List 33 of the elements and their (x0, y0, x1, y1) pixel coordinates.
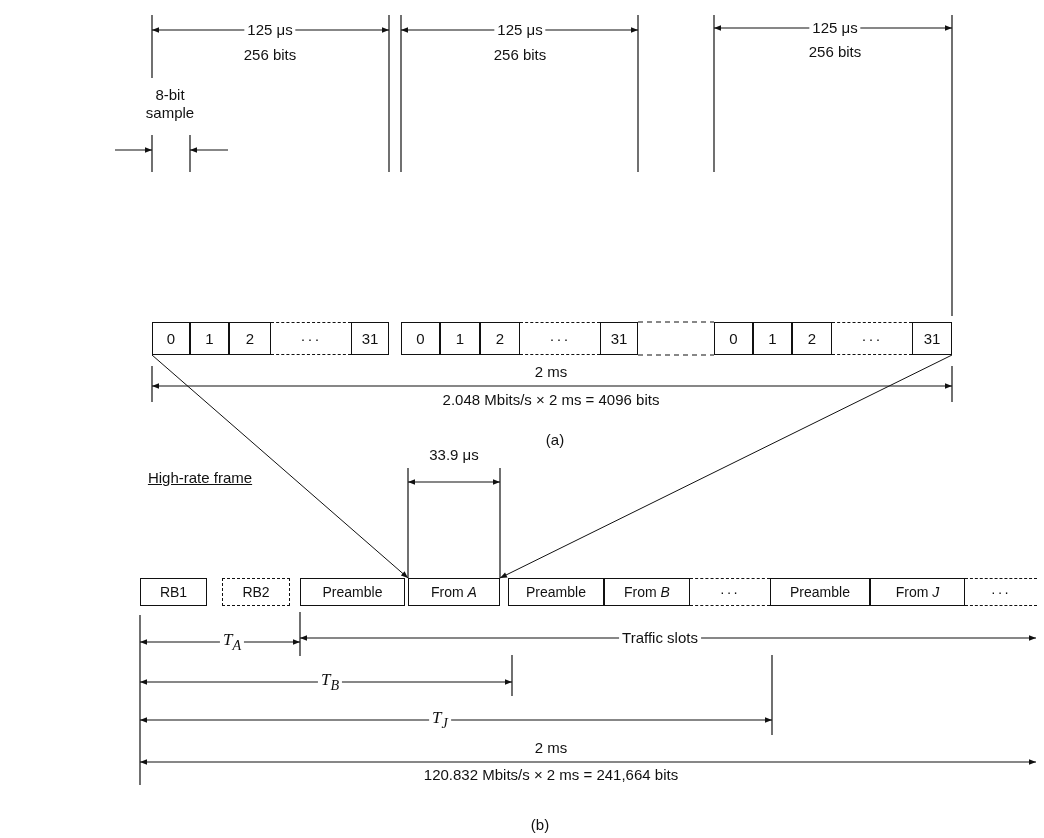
slot-box: From A (408, 578, 500, 606)
slot-box: 31 (600, 322, 638, 355)
ellipsis-slot: ··· (965, 578, 1037, 606)
slot-box: 0 (152, 322, 190, 355)
panel-label: (a) (545, 431, 565, 449)
slot-box: 2 (229, 322, 271, 355)
slot-box: From B (604, 578, 690, 606)
dimension-label: 8-bit sample (144, 86, 196, 122)
dimension-label: 256 bits (493, 46, 547, 64)
dimension-label: 256 bits (243, 46, 297, 64)
frame-title: High-rate frame (147, 469, 253, 487)
panel-label: (b) (530, 816, 550, 834)
slot-box: 1 (753, 322, 792, 355)
slot-box: 31 (351, 322, 389, 355)
slot-box: 1 (440, 322, 480, 355)
slot-box: 0 (714, 322, 753, 355)
slot-box: RB1 (140, 578, 207, 606)
leader-arrow (151, 354, 409, 579)
dimension-label: 256 bits (808, 43, 862, 61)
slot-box: 2 (480, 322, 520, 355)
slot-box: From J (870, 578, 965, 606)
slot-box: 1 (190, 322, 229, 355)
slot-box: Preamble (300, 578, 405, 606)
slot-box: 2 (792, 322, 832, 355)
slot-box: Preamble (508, 578, 604, 606)
slot-box: Preamble (770, 578, 870, 606)
slot-box: 0 (401, 322, 440, 355)
dimension-label: 33.9 μs (429, 446, 479, 464)
leader-arrow (499, 354, 953, 579)
dimension-label: 2 ms (534, 739, 568, 757)
slot-box: RB2 (222, 578, 290, 606)
slot-box: 31 (912, 322, 952, 355)
dimension-label: 2 ms (534, 363, 568, 381)
